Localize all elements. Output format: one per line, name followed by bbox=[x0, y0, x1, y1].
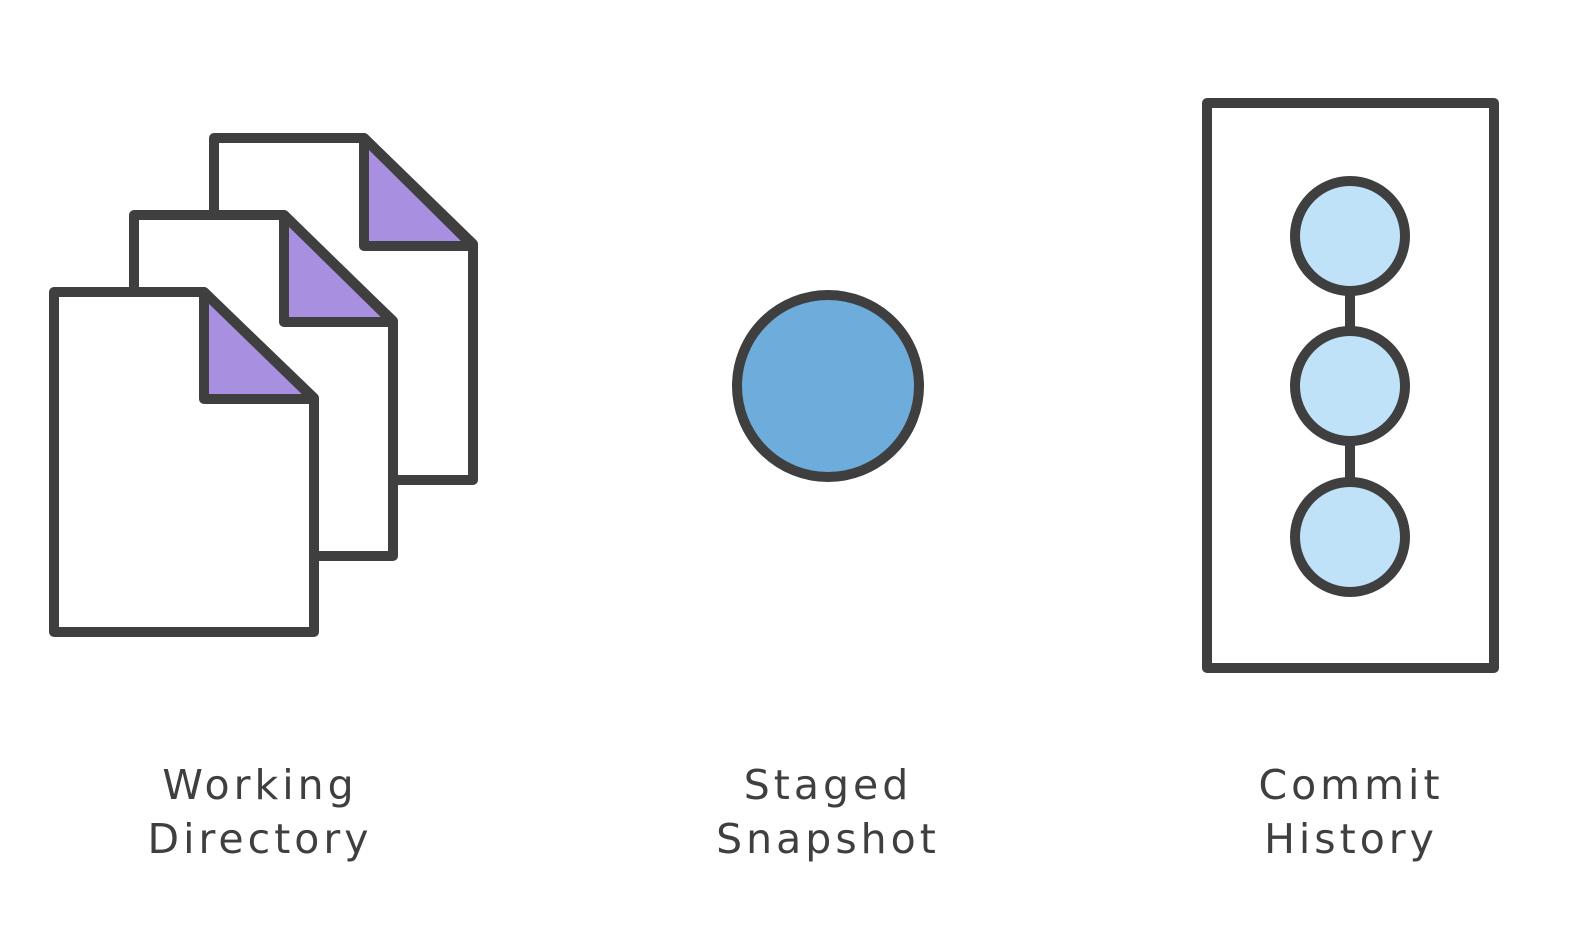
stacked-files-icon bbox=[49, 133, 478, 637]
commit-chain-icon bbox=[1202, 98, 1499, 673]
label-line: Working bbox=[162, 761, 358, 809]
commit-history-frame bbox=[1202, 98, 1499, 673]
label-line: History bbox=[1264, 815, 1438, 863]
commit-history-label: Commit History bbox=[1171, 758, 1531, 866]
commit-node bbox=[1290, 477, 1410, 597]
working-directory-label: Working Directory bbox=[80, 758, 440, 866]
label-line: Staged bbox=[743, 761, 913, 809]
label-line: Snapshot bbox=[716, 815, 940, 863]
staged-snapshot-label: Staged Snapshot bbox=[648, 758, 1008, 866]
commit-node bbox=[1290, 326, 1410, 446]
snapshot-circle-icon bbox=[732, 290, 924, 482]
file-page-front bbox=[49, 287, 319, 637]
commit-node bbox=[1290, 176, 1410, 296]
label-line: Commit bbox=[1258, 761, 1444, 809]
label-line: Directory bbox=[147, 815, 373, 863]
